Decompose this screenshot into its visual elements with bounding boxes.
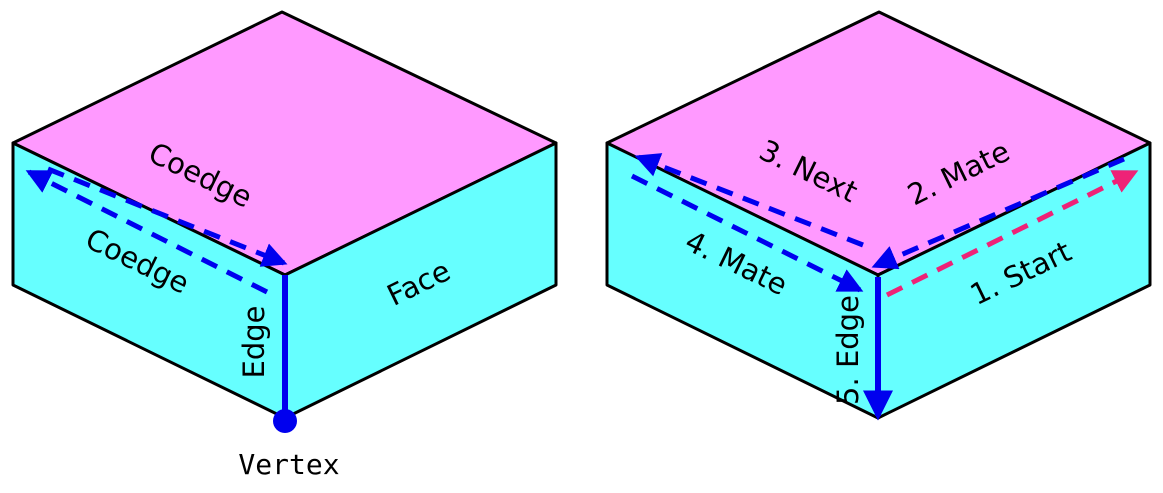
left-box: Coedge Coedge Face Edge Vertex <box>11 10 558 481</box>
right-mate-left-arrow <box>630 173 864 293</box>
left-edge-label: Edge <box>237 306 271 379</box>
right-box: 3. Next 2. Mate 4. Mate 1. Start 5. Edge <box>605 10 1152 421</box>
right-start-arrow <box>885 169 1139 298</box>
right-mate-top-arrow <box>871 156 1125 270</box>
left-coedge-top-arrow <box>47 166 288 267</box>
right-edge-label: 5. Edge <box>831 295 865 405</box>
left-coedge-left-arrow <box>25 169 269 295</box>
right-next-arrow <box>634 153 864 248</box>
vertex-label: Vertex <box>238 448 339 481</box>
vertex-dot <box>273 409 297 433</box>
